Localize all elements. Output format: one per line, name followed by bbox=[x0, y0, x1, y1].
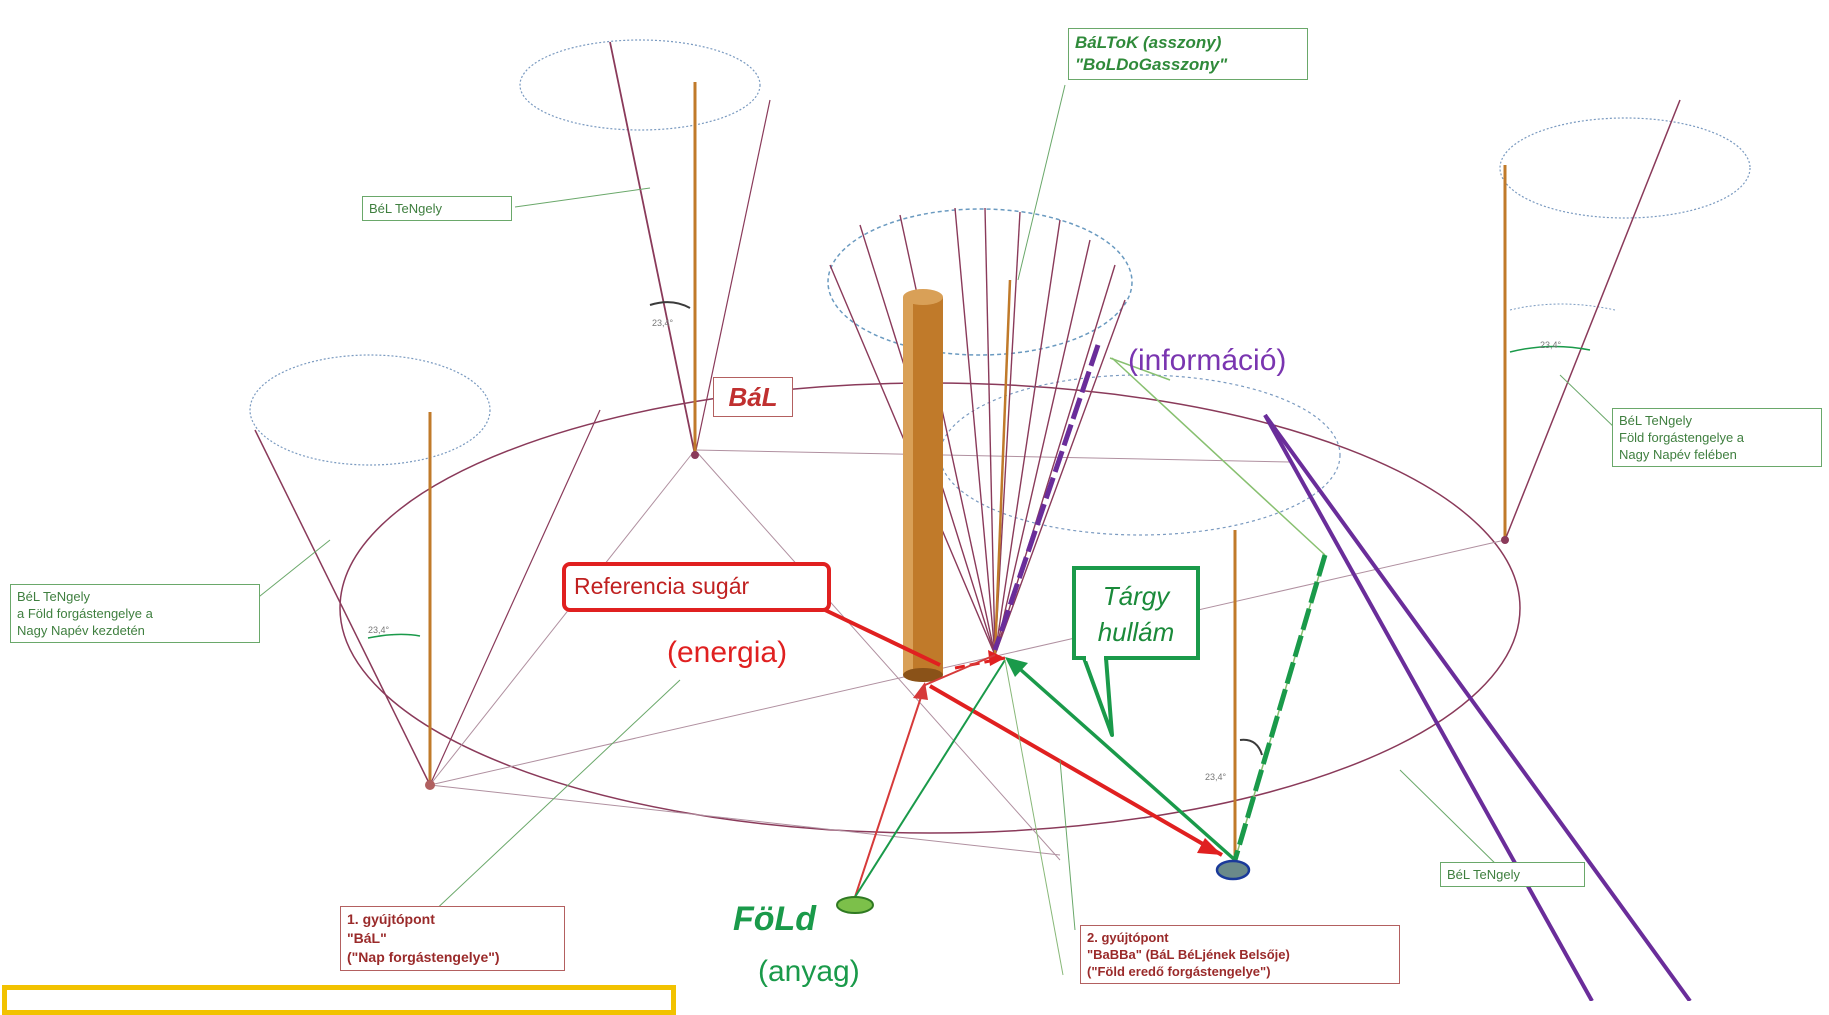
referencia-box: Referencia sugár bbox=[562, 562, 831, 612]
targy-hullam-box: Tárgy hullám bbox=[1072, 566, 1200, 660]
gyujtopont2-label: 2. gyújtópont "BaBBa" (BáL BéLjének Bels… bbox=[1080, 925, 1400, 984]
information-ray bbox=[992, 344, 1101, 651]
focus2-point bbox=[1215, 859, 1251, 881]
leader-lines bbox=[254, 84, 1618, 931]
object-wave-ray bbox=[1232, 554, 1328, 861]
fold-label: FöLd bbox=[733, 900, 817, 938]
inner-orbit-ellipse bbox=[939, 374, 1341, 536]
green-light-rays bbox=[854, 657, 1237, 976]
red-light-rays bbox=[854, 654, 996, 898]
targy-hullam-pointer bbox=[1082, 655, 1114, 737]
anyag-label: (anyag) bbox=[758, 955, 860, 988]
energia-label: (energia) bbox=[667, 636, 788, 669]
earth-point bbox=[836, 896, 874, 914]
svg-text:23,4°: 23,4° bbox=[652, 318, 674, 328]
focus2-angle-arc bbox=[1239, 738, 1263, 756]
cone-center bbox=[827, 207, 1133, 656]
bal-cylinder bbox=[903, 289, 943, 682]
bal-label: BáL bbox=[713, 377, 793, 417]
orbit-chords bbox=[429, 449, 1506, 861]
bel-tengely-bottom-right: BéL TeNgely bbox=[1440, 862, 1585, 887]
bel-tengely-right: BéL TeNgely Föld forgástengelye a Nagy N… bbox=[1612, 408, 1822, 467]
reference-beam bbox=[824, 608, 1224, 857]
gyujtopont1-label: 1. gyújtópont "BáL" ("Nap forgástengelye… bbox=[340, 906, 565, 971]
information-pointer bbox=[1263, 413, 1692, 1001]
cone-top-left: 23,4° bbox=[519, 39, 771, 459]
information-pointer-line bbox=[1109, 357, 1171, 381]
highlight-box bbox=[2, 985, 676, 1015]
svg-text:23,4°: 23,4° bbox=[1540, 340, 1562, 350]
svg-text:23,4°: 23,4° bbox=[368, 625, 390, 635]
cone-right: 23,4° bbox=[1499, 99, 1751, 544]
bel-tengely-left: BéL TeNgely a Föld forgástengelye a Nagy… bbox=[10, 584, 260, 643]
cone-left: 23,4° bbox=[249, 354, 601, 790]
angle-label-focus2: 23,4° bbox=[1205, 772, 1227, 782]
baltok-label: BáLToK (asszony) "BoLDoGasszony" bbox=[1068, 28, 1308, 80]
information-label: (információ) bbox=[1128, 344, 1287, 377]
bel-tengely-top-left: BéL TeNgely bbox=[362, 196, 512, 221]
